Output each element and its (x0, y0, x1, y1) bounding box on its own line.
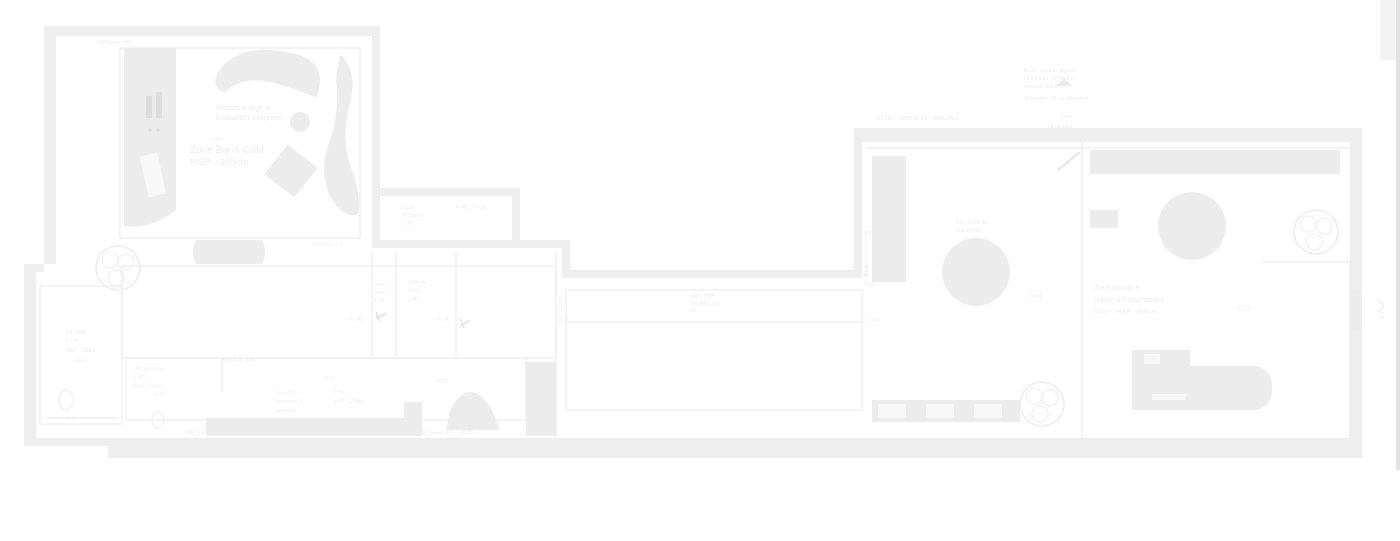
espace-label-2: personnel & (276, 399, 303, 405)
wc-pmr-label-1: WC PMR (66, 330, 87, 336)
bar-zone-title: Zone Bar & Café (190, 145, 265, 156)
hsp-bas-label: HSP bas: 2.2m (222, 358, 256, 364)
plant-icon (1019, 381, 1065, 427)
espace-area-2: HSP : 220cm (334, 399, 363, 405)
bar-zone-hsp: HSP : 366cm (190, 157, 249, 168)
wc-small-level: +0.41 (74, 358, 87, 364)
porte-secours-1: Porte (1060, 114, 1072, 120)
bar-fixture (146, 96, 152, 118)
porte-vertical-label: Porte (864, 264, 870, 276)
side-text-right: HSP : 220cm (1354, 301, 1360, 330)
porte-label-2: 0.9m (374, 290, 385, 296)
entry-arrow-icon (1056, 78, 1072, 86)
espace-label-1: Espace (276, 390, 293, 396)
locaux-label-3: 6.7m² (402, 221, 415, 227)
wc-personnel-label-1: WC personnel (134, 366, 166, 372)
boutique-title: Zone Boutique (1094, 285, 1140, 292)
side-text-left: HSP : 220cm (558, 297, 564, 326)
bar-central-2: présentation (956, 228, 984, 234)
boutique-area: 67m² · HSP : 366cm (1094, 309, 1157, 316)
level-6: +0.00 (868, 318, 881, 324)
central-bar-table (942, 238, 1010, 306)
rampe-label-1: pente PMR (690, 293, 715, 299)
level-8: +0.15 (1238, 306, 1251, 312)
locaux-label-2: Technique (402, 213, 425, 219)
hsp-bottom-b: HSPbasse : 2.2 (418, 430, 453, 436)
hsp-local-label: HSP : 220cm (456, 205, 485, 211)
hsp-faux-label: HSPfaux : 2.2 (312, 242, 343, 248)
porte-label-3: 12% (374, 298, 385, 304)
level-10: +0.41 (64, 416, 77, 422)
porte-secours-2: de secours (1048, 124, 1073, 130)
acces-label-1: Accès commun depuis (1024, 68, 1075, 74)
palier-label-1: palier de (408, 280, 427, 286)
palier-label-2: repos (408, 288, 421, 294)
level-4: +0.31 (436, 379, 449, 385)
acces-label-3: Réservé pour les (1024, 84, 1062, 90)
allee-label: ALLEE COMMUNE DE L'IMMEUBLE (876, 116, 960, 122)
seating-label-2: banquettes intégrées (216, 115, 282, 122)
wc-pmr-label-3: HSP : 220cm (66, 348, 95, 354)
bar-zone-small: ~4m² (212, 137, 224, 143)
wc-pmr-label-2: 4.7m² (66, 338, 79, 344)
seating-label-1: Assises lounge et (216, 105, 271, 112)
wc-personnel-label-3: HSP : 240cm (134, 384, 163, 390)
acces-label-4: Accessible 24h au personnel (1024, 96, 1088, 102)
rampe-label-2: dim 8m/1.5m (690, 301, 719, 307)
porte-label-1: porte (374, 282, 386, 288)
level-2: +0.41 (438, 317, 451, 323)
plant-icon (95, 245, 141, 291)
acces-label-2: couloirs de l'immeuble (1024, 76, 1074, 82)
annotations: HSPbasse : 2m Assises lounge et banquett… (64, 40, 1386, 436)
level-5: +0.31 (152, 392, 165, 398)
boutique-subtitle: (Vente & Présentation) (1094, 297, 1164, 304)
furniture (58, 48, 1385, 436)
hsp-bottom-a: HSPbasse : 2.2 (186, 430, 221, 436)
wc-personnel-label-2: 1.8m² (134, 374, 147, 380)
level-3: +0.31 (322, 377, 335, 383)
espace-area-1: 10m² (334, 390, 346, 396)
interior-lines (39, 47, 1351, 440)
plant-icon (1293, 209, 1339, 255)
palier-label-3: 1.5m (408, 296, 419, 302)
ref-label: Réf (1380, 310, 1386, 318)
level-7: ±0.00 (1030, 294, 1043, 300)
hsp-top-left-label: HSPbasse : 2m (96, 40, 131, 46)
bar-central-1: Bar central de (956, 220, 987, 226)
level-11: +0.20 (460, 430, 473, 436)
level-9: +0.41 (1144, 356, 1157, 362)
locaux-label-1: Local (402, 205, 414, 211)
espace-label-3: stockage (276, 408, 296, 414)
rampe-label-3: 5% (690, 309, 698, 315)
level-1: +0.41 (350, 317, 363, 323)
